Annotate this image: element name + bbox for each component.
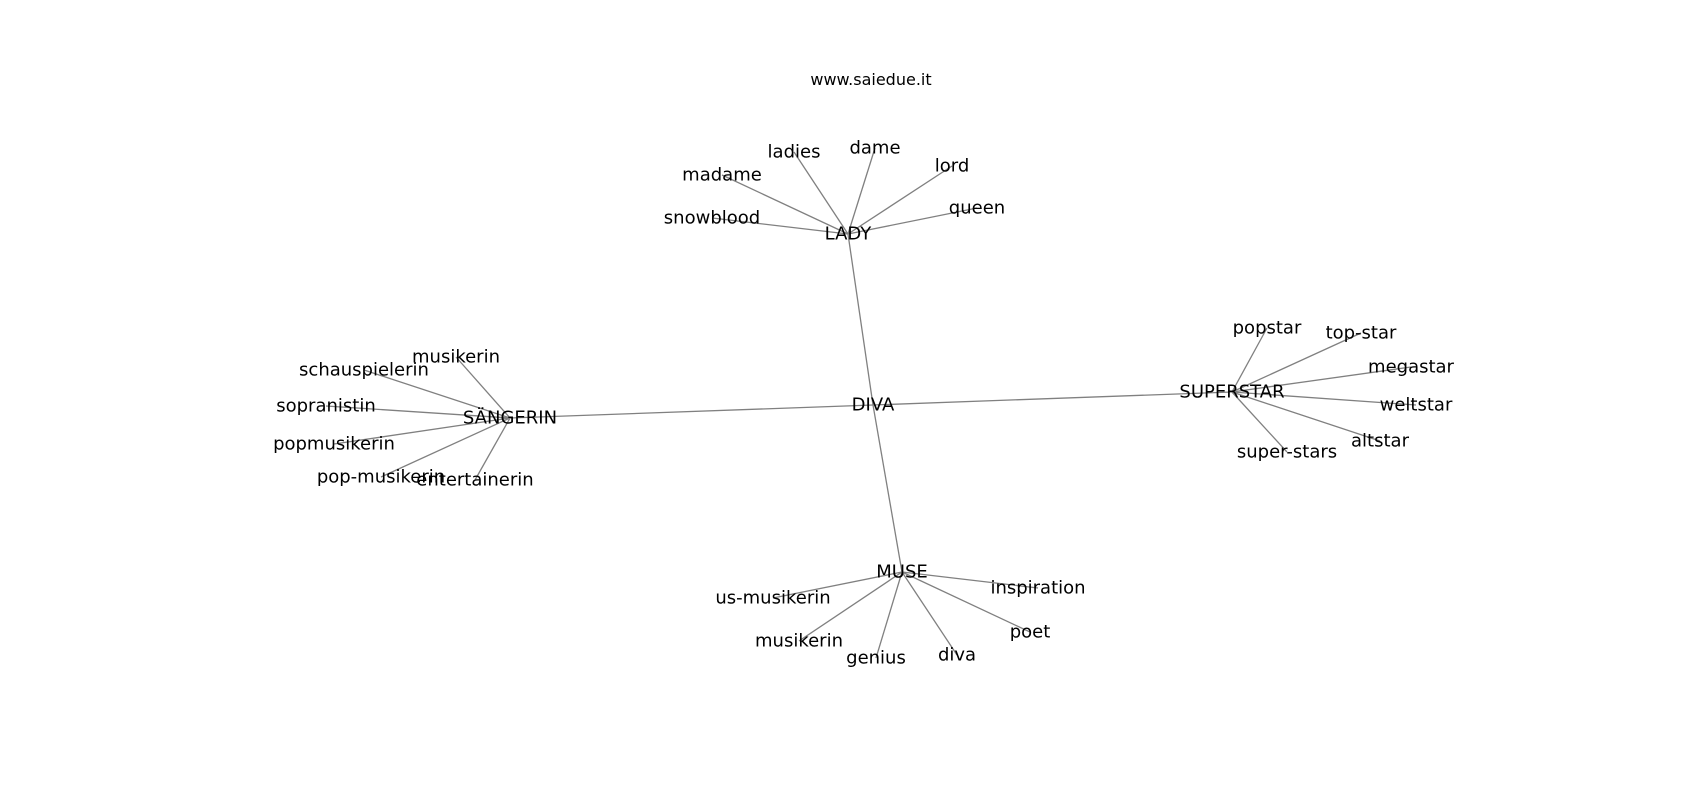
node-leaf-superstar-weltstar: weltstar — [1380, 395, 1453, 416]
edge-diva-lady — [847, 233, 874, 406]
edge-sangerin-entertainerin — [474, 417, 511, 481]
node-leaf-superstar-popstar: popstar — [1233, 318, 1302, 339]
edge-muse-genius — [875, 571, 903, 659]
edge-sangerin-sopranistin — [325, 405, 511, 419]
node-leaf-sangerin-popmusikerin: popmusikerin — [273, 434, 395, 455]
node-leaf-lady-queen: queen — [949, 198, 1005, 219]
edge-lady-ladies — [793, 151, 849, 235]
node-leaf-superstar-megastar: megastar — [1368, 357, 1455, 378]
node-leaf-sangerin-musikerin: musikerin — [412, 347, 500, 368]
node-leaf-muse-poet: poet — [1010, 622, 1051, 643]
edge-sangerin-musikerin — [455, 356, 511, 419]
node-leaf-lady-snowblood: snowblood — [664, 208, 760, 229]
edge-sangerin-popmusikerin — [333, 417, 511, 445]
node-leaf-lady-dame: dame — [849, 138, 900, 159]
edge-lady-madame — [721, 174, 849, 235]
edges-layer — [325, 147, 1417, 659]
edge-sangerin-pop-musikerin — [380, 417, 511, 478]
edge-lady-lord — [847, 165, 953, 235]
node-leaf-sangerin-sopranistin: sopranistin — [276, 396, 376, 417]
edge-diva-sangerin — [509, 404, 874, 419]
node-leaf-superstar-altstar: altstar — [1351, 431, 1410, 452]
edge-sangerin-schauspielerin — [363, 369, 511, 419]
edge-superstar-weltstar — [1231, 391, 1417, 406]
node-leaf-sangerin-entertainerin: entertainerin — [416, 470, 533, 491]
node-hub-muse: MUSE — [876, 562, 928, 583]
node-leaf-muse-musikerin: musikerin — [755, 631, 843, 652]
edge-superstar-super-stars — [1231, 391, 1288, 453]
edge-superstar-megastar — [1231, 366, 1412, 393]
edge-muse-diva — [901, 571, 958, 656]
node-leaf-superstar-top-star: top-star — [1326, 323, 1397, 344]
node-leaf-sangerin-schauspielerin: schauspielerin — [299, 360, 429, 381]
edge-muse-us-musikerin — [772, 571, 903, 599]
labels-layer: DIVA LADY ladies dame madame lord snowblood que… — [273, 138, 1454, 669]
node-hub-sangerin: SÄNGERIN — [463, 408, 557, 429]
node-center-diva: DIVA — [852, 395, 895, 416]
node-hub-superstar: SUPERSTAR — [1179, 382, 1284, 403]
edge-superstar-popstar — [1231, 327, 1268, 393]
edge-lady-dame — [847, 147, 876, 235]
node-hub-lady: LADY — [825, 224, 873, 245]
node-leaf-sangerin-pop-musikerin: pop-musikerin — [317, 467, 445, 488]
edge-lady-snowblood — [711, 217, 849, 235]
node-leaf-lady-madame: madame — [682, 165, 762, 186]
node-leaf-muse-inspiration: inspiration — [990, 578, 1085, 599]
node-leaf-lady-ladies: ladies — [768, 142, 821, 163]
edge-superstar-top-star — [1231, 332, 1362, 393]
node-leaf-muse-diva: diva — [938, 645, 976, 666]
edge-diva-muse — [872, 404, 903, 573]
edge-muse-musikerin — [798, 571, 903, 642]
node-leaf-muse-genius: genius — [846, 648, 906, 669]
node-leaf-lady-lord: lord — [935, 156, 970, 177]
edge-muse-poet — [901, 571, 1031, 633]
edge-superstar-altstar — [1231, 391, 1381, 442]
edge-muse-inspiration — [901, 571, 1039, 589]
edge-diva-superstar — [872, 391, 1233, 406]
node-leaf-muse-us-musikerin: us-musikerin — [715, 588, 830, 609]
watermark-text: www.saiedue.it — [810, 70, 932, 89]
edge-lady-queen — [847, 207, 978, 235]
node-leaf-superstar-super-stars: super-stars — [1237, 442, 1337, 463]
